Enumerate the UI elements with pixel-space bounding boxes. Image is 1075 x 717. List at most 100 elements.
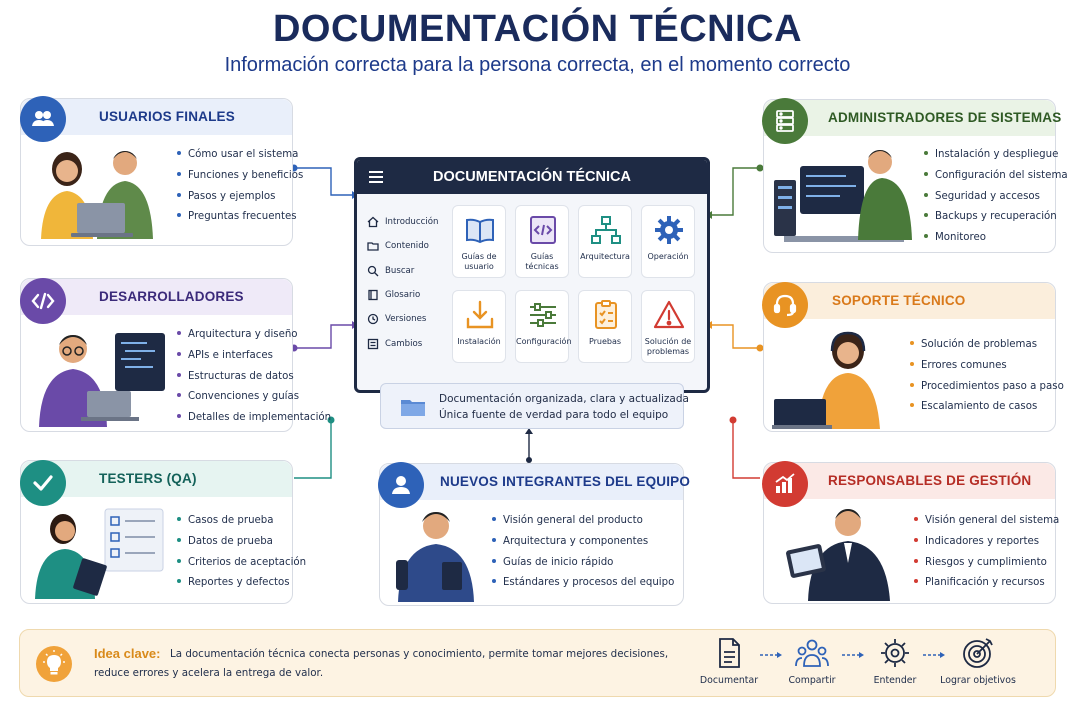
- download-icon: [466, 300, 494, 329]
- nav-label: Buscar: [385, 265, 415, 276]
- list-item: Seguridad y accesos: [924, 187, 1068, 208]
- manager-illustration: [786, 509, 890, 601]
- chart-icon: [762, 461, 808, 507]
- tile-configuracion[interactable]: Configuración: [515, 290, 572, 363]
- list-item: Solución de problemas: [910, 335, 1064, 356]
- users-icon: [20, 96, 66, 142]
- card-nuevos-integrantes: NUEVOS INTEGRANTES DEL EQUIPO Visión gen…: [379, 463, 690, 606]
- sidebar-nav: Introducción Contenido Buscar Glosario V…: [367, 210, 438, 356]
- nav-item-introduccion[interactable]: Introducción: [367, 210, 438, 234]
- tile-solucion-problemas[interactable]: Solución de problemas: [641, 290, 695, 363]
- folder-icon: [401, 400, 425, 416]
- banner-line-2: Única fuente de verdad para todo el equi…: [439, 409, 669, 421]
- flow-label: Entender: [873, 675, 917, 686]
- flow-label: Documentar: [699, 675, 759, 686]
- tester-illustration: [35, 508, 164, 599]
- nav-label: Versiones: [385, 314, 427, 325]
- tile-label: Configuración: [516, 337, 572, 346]
- window-title: DOCUMENTACIÓN TÉCNICA: [433, 169, 631, 185]
- clock-icon: [367, 314, 379, 325]
- nav-item-versiones[interactable]: Versiones: [367, 307, 438, 331]
- tile-label: Operación: [647, 252, 689, 261]
- list-item: Riesgos y cumplimiento: [914, 553, 1059, 574]
- single-source-banner: Documentación organizada, clara y actual…: [380, 383, 689, 429]
- tile-label: Pruebas: [588, 337, 622, 346]
- list-item: Configuración del sistema: [924, 166, 1068, 187]
- list-item: Criterios de aceptación: [177, 553, 306, 574]
- gear-icon: [881, 639, 909, 667]
- nav-label: Glosario: [385, 290, 421, 301]
- flow-step-lograr-objetivos: Lograr objetivos: [940, 636, 1016, 686]
- list-item: Cómo usar el sistema: [177, 145, 303, 166]
- key-idea-text-1: La documentación técnica conecta persona…: [170, 648, 669, 660]
- list-item: Convenciones y guías: [177, 387, 331, 408]
- list-item: Arquitectura y componentes: [492, 532, 674, 553]
- list-item: Errores comunes: [910, 356, 1064, 377]
- page-title: DOCUMENTACIÓN TÉCNICA: [272, 8, 803, 50]
- card-title: RESPONSABLES DE GESTIÓN: [828, 473, 1032, 488]
- tile-pruebas[interactable]: Pruebas: [578, 290, 632, 363]
- card-title: DESARROLLADORES: [99, 289, 244, 304]
- headset-icon: [762, 282, 808, 328]
- list-item: Indicadores y reportes: [914, 532, 1059, 553]
- target-icon: [963, 638, 993, 668]
- nav-label: Cambios: [385, 338, 423, 349]
- tile-label: Guías de usuario: [461, 252, 497, 271]
- card-responsables-gestion: RESPONSABLES DE GESTIÓN Visión general d…: [763, 462, 1059, 604]
- support-illustration: [772, 331, 880, 429]
- card-title: TESTERS (QA): [99, 471, 197, 486]
- server-icon: [762, 98, 808, 144]
- list-item: Datos de prueba: [177, 532, 306, 553]
- flow-arrow: [842, 652, 864, 658]
- person-icon: [378, 462, 424, 508]
- card-soporte-tecnico: SOPORTE TÉCNICO Solución de problemas Er…: [763, 282, 1064, 432]
- banner-line-1: Documentación organizada, clara y actual…: [439, 393, 689, 405]
- list-item: Instalación y despliegue: [924, 145, 1068, 166]
- code-icon: [20, 278, 66, 324]
- new-member-illustration: [396, 512, 474, 602]
- card-usuarios-finales: USUARIOS FINALES Cómo usar el sistema Fu…: [20, 98, 303, 246]
- list-item: Estructuras de datos: [177, 367, 331, 388]
- developer-illustration: [39, 333, 165, 427]
- tile-instalacion[interactable]: Instalación: [452, 290, 506, 363]
- tile-guias-usuario[interactable]: Guías de usuario: [452, 205, 506, 278]
- clipboard-icon: [595, 300, 617, 329]
- list-item: Procedimientos paso a paso: [910, 377, 1064, 398]
- book-icon: [368, 289, 378, 301]
- check-icon: [20, 460, 66, 506]
- people-laptop-illustration: [41, 151, 153, 239]
- card-title: ADMINISTRADORES DE SISTEMAS: [828, 110, 1062, 125]
- list-item: Planificación y recursos: [914, 573, 1059, 594]
- folder-icon: [367, 242, 379, 252]
- list-icon: [367, 338, 379, 349]
- flow-step-documentar: Documentar: [694, 636, 764, 686]
- key-idea-label: Idea clave:: [94, 646, 161, 661]
- flow-label: Compartir: [788, 675, 836, 686]
- nav-item-cambios[interactable]: Cambios: [367, 331, 438, 355]
- page-subtitle: Información correcta para la persona cor…: [224, 54, 851, 76]
- tile-label: Solución de problemas: [644, 337, 692, 356]
- list-item: Arquitectura y diseño: [177, 325, 331, 346]
- warning-icon: [653, 300, 685, 329]
- tile-label: Instalación: [457, 337, 501, 346]
- tile-arquitectura[interactable]: Arquitectura: [578, 205, 632, 278]
- card-administradores: ADMINISTRADORES DE SISTEMAS Instalación …: [763, 99, 1068, 253]
- hierarchy-icon: [591, 216, 621, 244]
- connector-gestion: [732, 420, 760, 479]
- tile-guias-tecnicas[interactable]: Guías técnicas: [515, 205, 569, 278]
- lightbulb-icon: [36, 646, 72, 682]
- code-doc-icon: [530, 216, 556, 244]
- list-item: Visión general del producto: [492, 511, 674, 532]
- list-item: APIs e interfaces: [177, 346, 331, 367]
- documentation-window: DOCUMENTACIÓN TÉCNICA Introducción Conte…: [354, 157, 710, 393]
- team-icon: [795, 639, 829, 667]
- flow-label: Lograr objetivos: [940, 675, 1016, 686]
- tile-label: Arquitectura: [580, 252, 630, 261]
- nav-item-buscar[interactable]: Buscar: [367, 259, 438, 283]
- menu-icon[interactable]: [369, 171, 383, 186]
- connector-soporte: [712, 324, 760, 349]
- nav-label: Contenido: [385, 241, 429, 252]
- nav-item-contenido[interactable]: Contenido: [367, 234, 438, 258]
- tile-operacion[interactable]: Operación: [641, 205, 695, 278]
- nav-item-glosario[interactable]: Glosario: [367, 283, 438, 307]
